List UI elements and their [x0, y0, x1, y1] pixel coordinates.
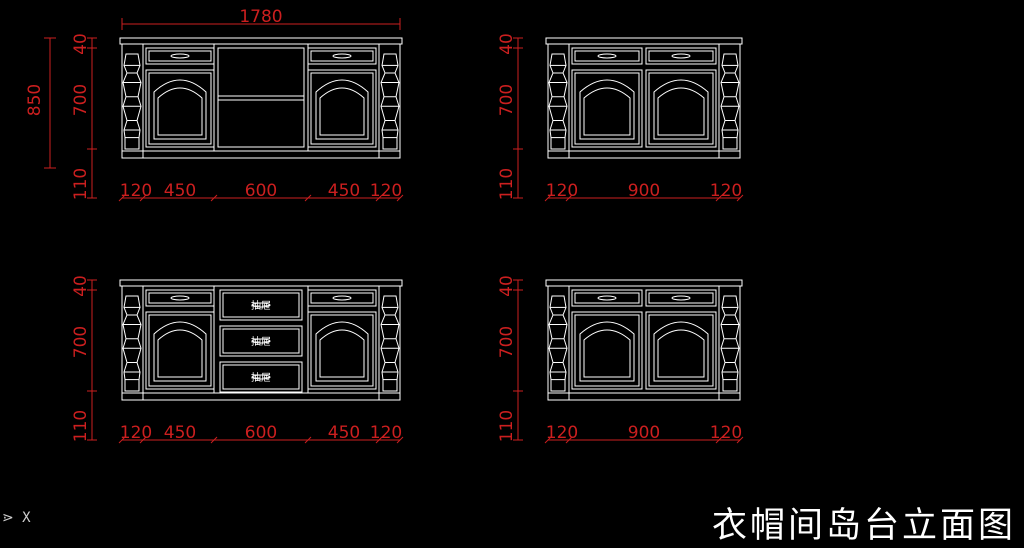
countertop — [119, 279, 403, 287]
drawer-front: 抽屉 — [219, 325, 303, 357]
drawer-front — [145, 289, 215, 307]
dim-width-segment: 120 — [710, 181, 742, 201]
turned-column — [122, 295, 142, 392]
arched-door — [571, 311, 643, 390]
cabinet-elevation-D: 40 700 110 120 900 120 — [497, 275, 744, 444]
dim-height-top: 40 — [71, 275, 91, 297]
drawer-handle-icon — [671, 295, 691, 301]
drawer-front — [645, 47, 717, 65]
drawer-handle-icon — [597, 53, 617, 59]
drawer-front: 抽屉 — [219, 361, 303, 393]
dim-width-segment: 450 — [328, 423, 360, 443]
dim-width-segment: 600 — [245, 181, 277, 201]
dim-width-segment: 450 — [164, 181, 196, 201]
turned-column — [380, 295, 400, 392]
cabinet-elevation-A: 40 700 110 850 1780 120 450 600 450 120 — [25, 7, 404, 202]
dim-width-segment: 450 — [164, 423, 196, 443]
dim-height-top: 40 — [71, 33, 91, 55]
drawer-handle-icon — [251, 302, 271, 308]
countertop — [545, 37, 743, 45]
dim-overall-height: 850 — [25, 84, 45, 116]
drawer-handle-icon — [170, 53, 190, 59]
dim-overall-width: 1780 — [239, 7, 282, 27]
dim-height-body: 700 — [497, 326, 517, 358]
countertop — [119, 37, 403, 45]
drawer-front: 抽屉 — [219, 289, 303, 321]
countertop — [545, 279, 743, 287]
drawer-handle-icon — [170, 295, 190, 301]
turned-column — [548, 295, 568, 392]
dim-width-segment: 120 — [120, 423, 152, 443]
drawer-handle-icon — [251, 338, 271, 344]
dim-height-plinth: 110 — [497, 410, 517, 442]
dim-width-segment: 450 — [328, 181, 360, 201]
arched-door — [645, 69, 717, 148]
dim-height-top: 40 — [497, 33, 517, 55]
dim-width-segment: 900 — [628, 423, 660, 443]
arched-door — [145, 69, 215, 148]
dim-height-plinth: 110 — [497, 168, 517, 200]
drawer-front — [571, 289, 643, 307]
open-shelf — [217, 47, 305, 148]
turned-column — [720, 295, 740, 392]
drawer-handle-icon — [332, 53, 352, 59]
drawer-front — [307, 47, 377, 65]
arched-door — [307, 69, 377, 148]
turned-column — [548, 53, 568, 150]
ucs-x-axis-icon: ⋗ X — [2, 510, 31, 526]
turned-column — [380, 53, 400, 150]
dim-height-plinth: 110 — [71, 410, 91, 442]
drawer-label: 抽屉 — [251, 299, 271, 312]
drawer-handle-icon — [251, 374, 271, 380]
arched-door — [145, 311, 215, 390]
turned-column — [122, 53, 142, 150]
dim-height-body: 700 — [71, 326, 91, 358]
dim-width-segment: 120 — [120, 181, 152, 201]
dim-width-segment: 120 — [370, 423, 402, 443]
arched-door — [645, 311, 717, 390]
drawer-handle-icon — [671, 53, 691, 59]
drawer-front — [307, 289, 377, 307]
dim-width-segment: 900 — [628, 181, 660, 201]
center-bay — [213, 285, 309, 394]
arched-door — [571, 69, 643, 148]
dim-height-body: 700 — [71, 84, 91, 116]
dim-height-body: 700 — [497, 84, 517, 116]
drawer-label: 抽屉 — [251, 335, 271, 348]
dim-width-segment: 600 — [245, 423, 277, 443]
drawer-front — [571, 47, 643, 65]
drawer-handle-icon — [332, 295, 352, 301]
dim-height-top: 40 — [497, 275, 517, 297]
drawing-title: 衣帽间岛台立面图 — [711, 506, 1016, 546]
dim-width-segment: 120 — [710, 423, 742, 443]
center-bay — [213, 43, 309, 152]
turned-column — [720, 53, 740, 150]
drawer-front — [145, 47, 215, 65]
arched-door — [307, 311, 377, 390]
cabinet-elevation-B: 40 700 110 120 900 120 — [497, 33, 744, 202]
dim-width-segment: 120 — [546, 423, 578, 443]
drawer-handle-icon — [597, 295, 617, 301]
dim-width-segment: 120 — [370, 181, 402, 201]
cabinet-body — [547, 43, 741, 159]
cabinet-body — [547, 285, 741, 401]
dim-width-segment: 120 — [546, 181, 578, 201]
drawer-front — [645, 289, 717, 307]
dim-height-plinth: 110 — [71, 168, 91, 200]
drawer-label: 抽屉 — [251, 371, 271, 384]
